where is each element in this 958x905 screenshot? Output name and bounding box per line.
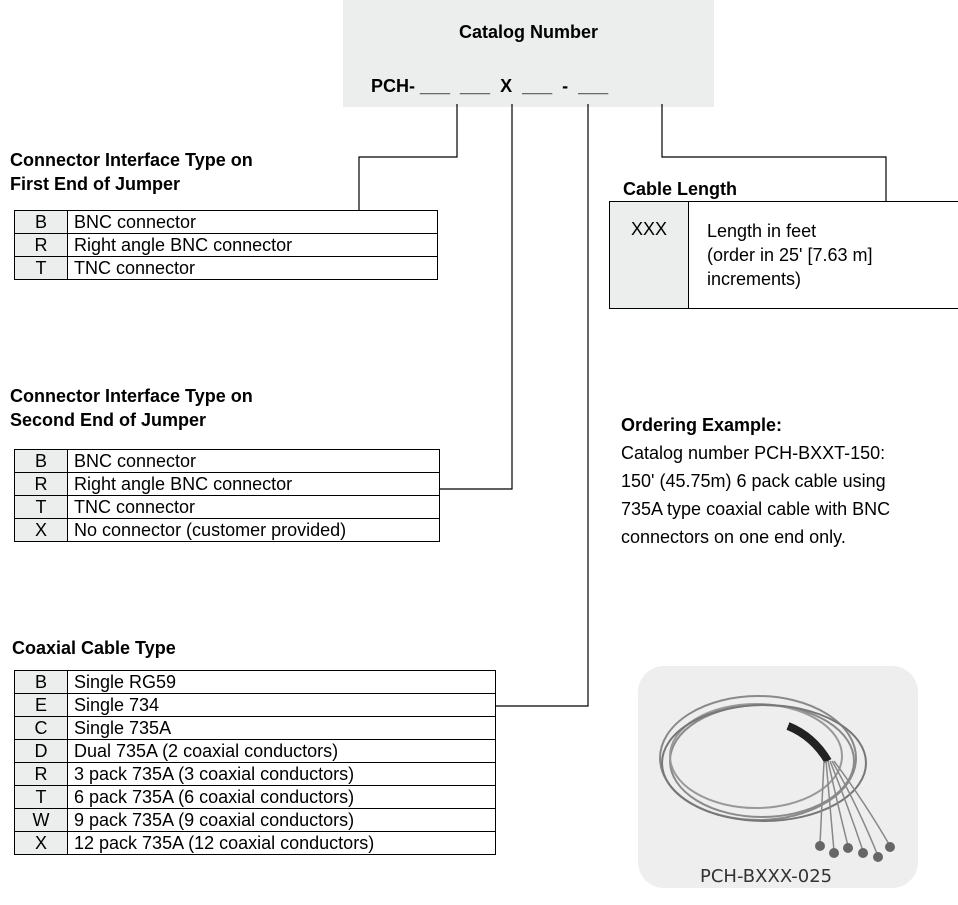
photo-caption: PCH-BXXX-025: [700, 866, 833, 887]
line-second-end: [440, 104, 513, 490]
cable-length-desc: Length in feet (order in 25' [7.63 m] in…: [707, 221, 873, 289]
line-coax: [496, 104, 589, 707]
line-cable-length: [661, 104, 887, 201]
coiled-cable-image: [659, 695, 895, 862]
cable-length-heading: Cable Length: [623, 179, 738, 199]
catalog-number-title: Catalog Number: [458, 22, 599, 42]
line-first-end: [358, 104, 458, 210]
catalog-number-box: [343, 0, 714, 107]
cable-photo: [638, 666, 918, 888]
cable-length-code: XXX: [610, 202, 689, 308]
second-end-heading: Connector Interface Type on Second End o…: [10, 386, 253, 430]
ordering-example: Ordering Example: Catalog number PCH-BXX…: [621, 411, 958, 551]
ordering-heading: Ordering Example:: [621, 415, 783, 435]
first-end-heading: Connector Interface Type on First End of…: [10, 150, 253, 194]
catalog-number-pattern: PCH- ___ ___ X ___ - ___: [371, 76, 609, 96]
coax-heading: Coaxial Cable Type: [12, 638, 176, 658]
cable-length-table: XXX Length in feet (order in 25' [7.63 m…: [609, 201, 958, 309]
